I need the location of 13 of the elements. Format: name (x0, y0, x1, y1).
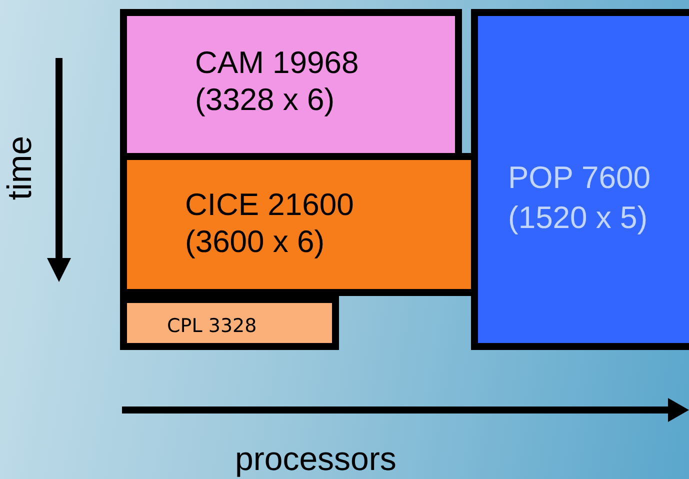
process-box (471, 9, 689, 350)
process-box (120, 296, 339, 350)
box-label: CICE 21600 (185, 186, 354, 223)
box-label: (3328 x 6) (195, 81, 335, 118)
box-label: CPL 3328 (167, 314, 257, 338)
axis-label: processors (235, 440, 396, 478)
process-box (120, 153, 471, 296)
box-label: (3600 x 6) (185, 223, 325, 260)
axis-label: time (2, 136, 38, 200)
box-label: CAM 19968 (195, 44, 359, 81)
box-label: (1520 x 5) (508, 199, 648, 237)
box-label: POP 7600 (508, 159, 650, 197)
process-box (120, 9, 462, 153)
